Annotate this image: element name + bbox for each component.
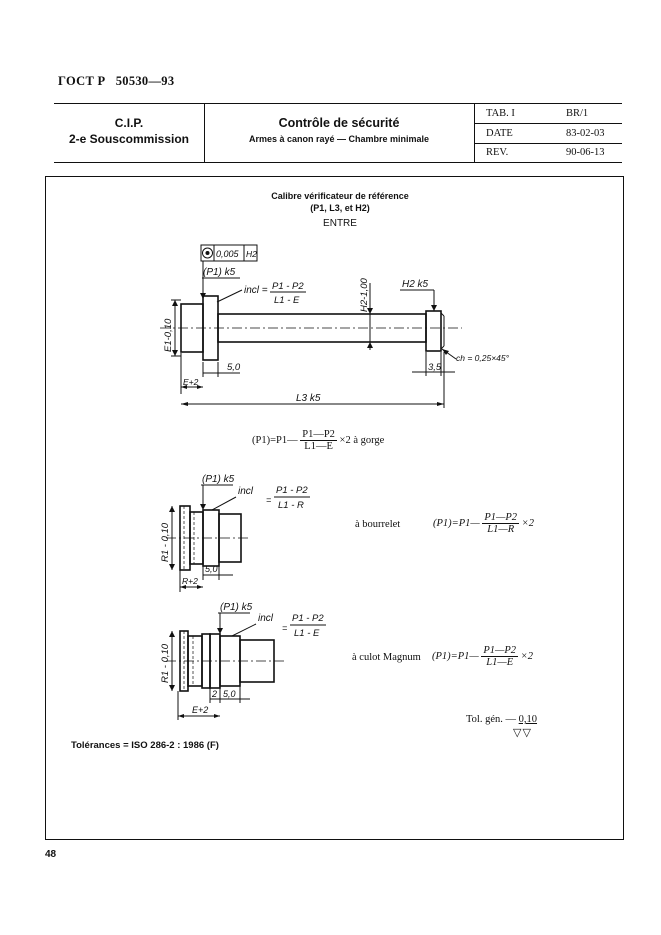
header-divider — [474, 104, 475, 162]
section-title-line2: (P1, L3, et H2) — [310, 203, 370, 213]
d3-p1-label: (P1) k5 — [220, 602, 253, 613]
d2-incl-num: P1 - P2 — [276, 485, 308, 496]
formula-magnum-label: à culot Magnum — [352, 652, 421, 663]
formula-bourrelet-num: P1—P2 — [482, 512, 520, 525]
d2-incl: incl — [238, 486, 254, 497]
section-title-line3: ENTRE — [323, 218, 357, 229]
date-value: 83-02-03 — [566, 128, 605, 139]
tolerance-datum: H2 — [246, 249, 257, 259]
formula-bourrelet-fraction: P1—P2 L1—R — [482, 512, 520, 536]
dim-5: 5,0 — [227, 362, 241, 373]
header-title: Contrôle de sécurité — [278, 116, 400, 130]
formula-gorge-fraction: P1—P2 L1—E — [300, 429, 337, 452]
rev-value: 90-06-13 — [566, 147, 605, 158]
formula-bourrelet: (P1)=P1— P1—P2 L1—R ×2 — [433, 512, 534, 535]
d3-incl-den: L1 - E — [294, 628, 320, 639]
d3-dim-2: 2 — [211, 689, 217, 699]
org-block: C.I.P. 2-e Souscommission — [54, 115, 204, 147]
formula-bourrelet-lhs: (P1)=P1— — [433, 517, 480, 529]
p1-k5-label: (P1) k5 — [203, 267, 236, 278]
formula-magnum-fraction: P1—P2 L1—E — [481, 645, 519, 669]
formula-gorge-tail: ×2 à gorge — [339, 434, 385, 446]
header-subtitle: Armes à canon rayé — Chambre minimale — [248, 134, 430, 144]
header-row-divider — [474, 123, 622, 124]
incl-num: P1 - P2 — [272, 281, 304, 292]
formula-bourrelet-tail: ×2 — [521, 517, 535, 529]
header-divider — [204, 104, 205, 162]
tab-value: BR/1 — [566, 108, 589, 119]
formula-gorge-lhs: (P1)=P1— — [252, 434, 298, 446]
formula-bourrelet-den: L1—R — [487, 524, 515, 536]
content-frame — [45, 176, 624, 840]
d3-dim-e2: E+2 — [192, 705, 208, 715]
incl-label: incl = — [244, 285, 268, 296]
formula-magnum: (P1)=P1— P1—P2 L1—E ×2 — [432, 645, 533, 668]
standard-designation: ГОСТ Р 50530—93 — [58, 74, 174, 89]
d2-p1-label: (P1) k5 — [202, 474, 235, 485]
d2-equals: = — [266, 495, 271, 505]
surface-finish-symbol: ▽▽ — [513, 727, 532, 739]
tolerance-frame: 0,005 H2 — [200, 244, 258, 262]
standard-number: 50530—93 — [115, 74, 175, 88]
formula-gorge-num: P1—P2 — [300, 429, 337, 442]
header-row-divider — [474, 143, 622, 144]
rev-label: REV. — [486, 147, 509, 158]
tolerance-value: 0,005 — [216, 249, 240, 259]
formula-gorge: (P1)=P1— P1—P2 L1—E ×2 à gorge — [252, 429, 384, 452]
e1-dim: E1-0,10 — [163, 318, 174, 352]
date-label: DATE — [486, 128, 513, 139]
page-number: 48 — [45, 849, 57, 860]
header-table: C.I.P. 2-e Souscommission Contrôle de sé… — [54, 103, 622, 163]
d2-dim-5: 5,0 — [205, 564, 218, 574]
dim-35: 3,5 — [428, 362, 442, 373]
d2-r1-dim: R1 - 0,10 — [160, 522, 171, 562]
tol-gen: Tol. gén. — 0,10 — [466, 714, 537, 725]
d3-r1-dim: R1 - 0,10 — [160, 643, 171, 683]
dim-e2: E+2 — [183, 377, 199, 387]
org-line2: 2-e Souscommission — [68, 132, 190, 146]
d2-dim-r2: R+2 — [182, 576, 198, 586]
d3-incl-num: P1 - P2 — [292, 613, 324, 624]
formula-bourrelet-label: à bourrelet — [355, 519, 401, 530]
h2-dim: H2-1,00 — [359, 277, 370, 312]
d3-equals: = — [282, 623, 287, 633]
org-line1: C.I.P. — [114, 116, 144, 130]
section-title: Calibre vérificateur de référence (P1, L… — [200, 191, 480, 229]
l3-dim: L3 k5 — [296, 393, 321, 404]
d2-incl-den: L1 - R — [278, 500, 304, 511]
formula-gorge-den: L1—E — [304, 441, 333, 453]
standard-code: ГОСТ Р — [58, 74, 106, 88]
h2-k5-label: H2 k5 — [402, 279, 429, 290]
formula-magnum-num: P1—P2 — [481, 645, 519, 658]
formula-magnum-den: L1—E — [486, 657, 514, 669]
formula-magnum-tail: ×2 — [520, 650, 534, 662]
section-title-line1: Calibre vérificateur de référence — [271, 191, 409, 201]
tab-label: TAB. I — [486, 108, 515, 119]
formula-magnum-lhs: (P1)=P1— — [432, 650, 479, 662]
tol-gen-label: Tol. gén. — — [466, 714, 517, 725]
tol-gen-value: 0,10 — [518, 714, 538, 725]
tolerances-note: Tolérances = ISO 286-2 : 1986 (F) — [71, 740, 219, 751]
title-block: Contrôle de sécurité Armes à canon rayé … — [204, 116, 474, 144]
chamfer-note: ch = 0,25×45° — [456, 353, 510, 363]
d3-incl: incl — [258, 613, 274, 624]
d3-dim-5: 5,0 — [223, 689, 236, 699]
incl-den: L1 - E — [274, 295, 300, 306]
